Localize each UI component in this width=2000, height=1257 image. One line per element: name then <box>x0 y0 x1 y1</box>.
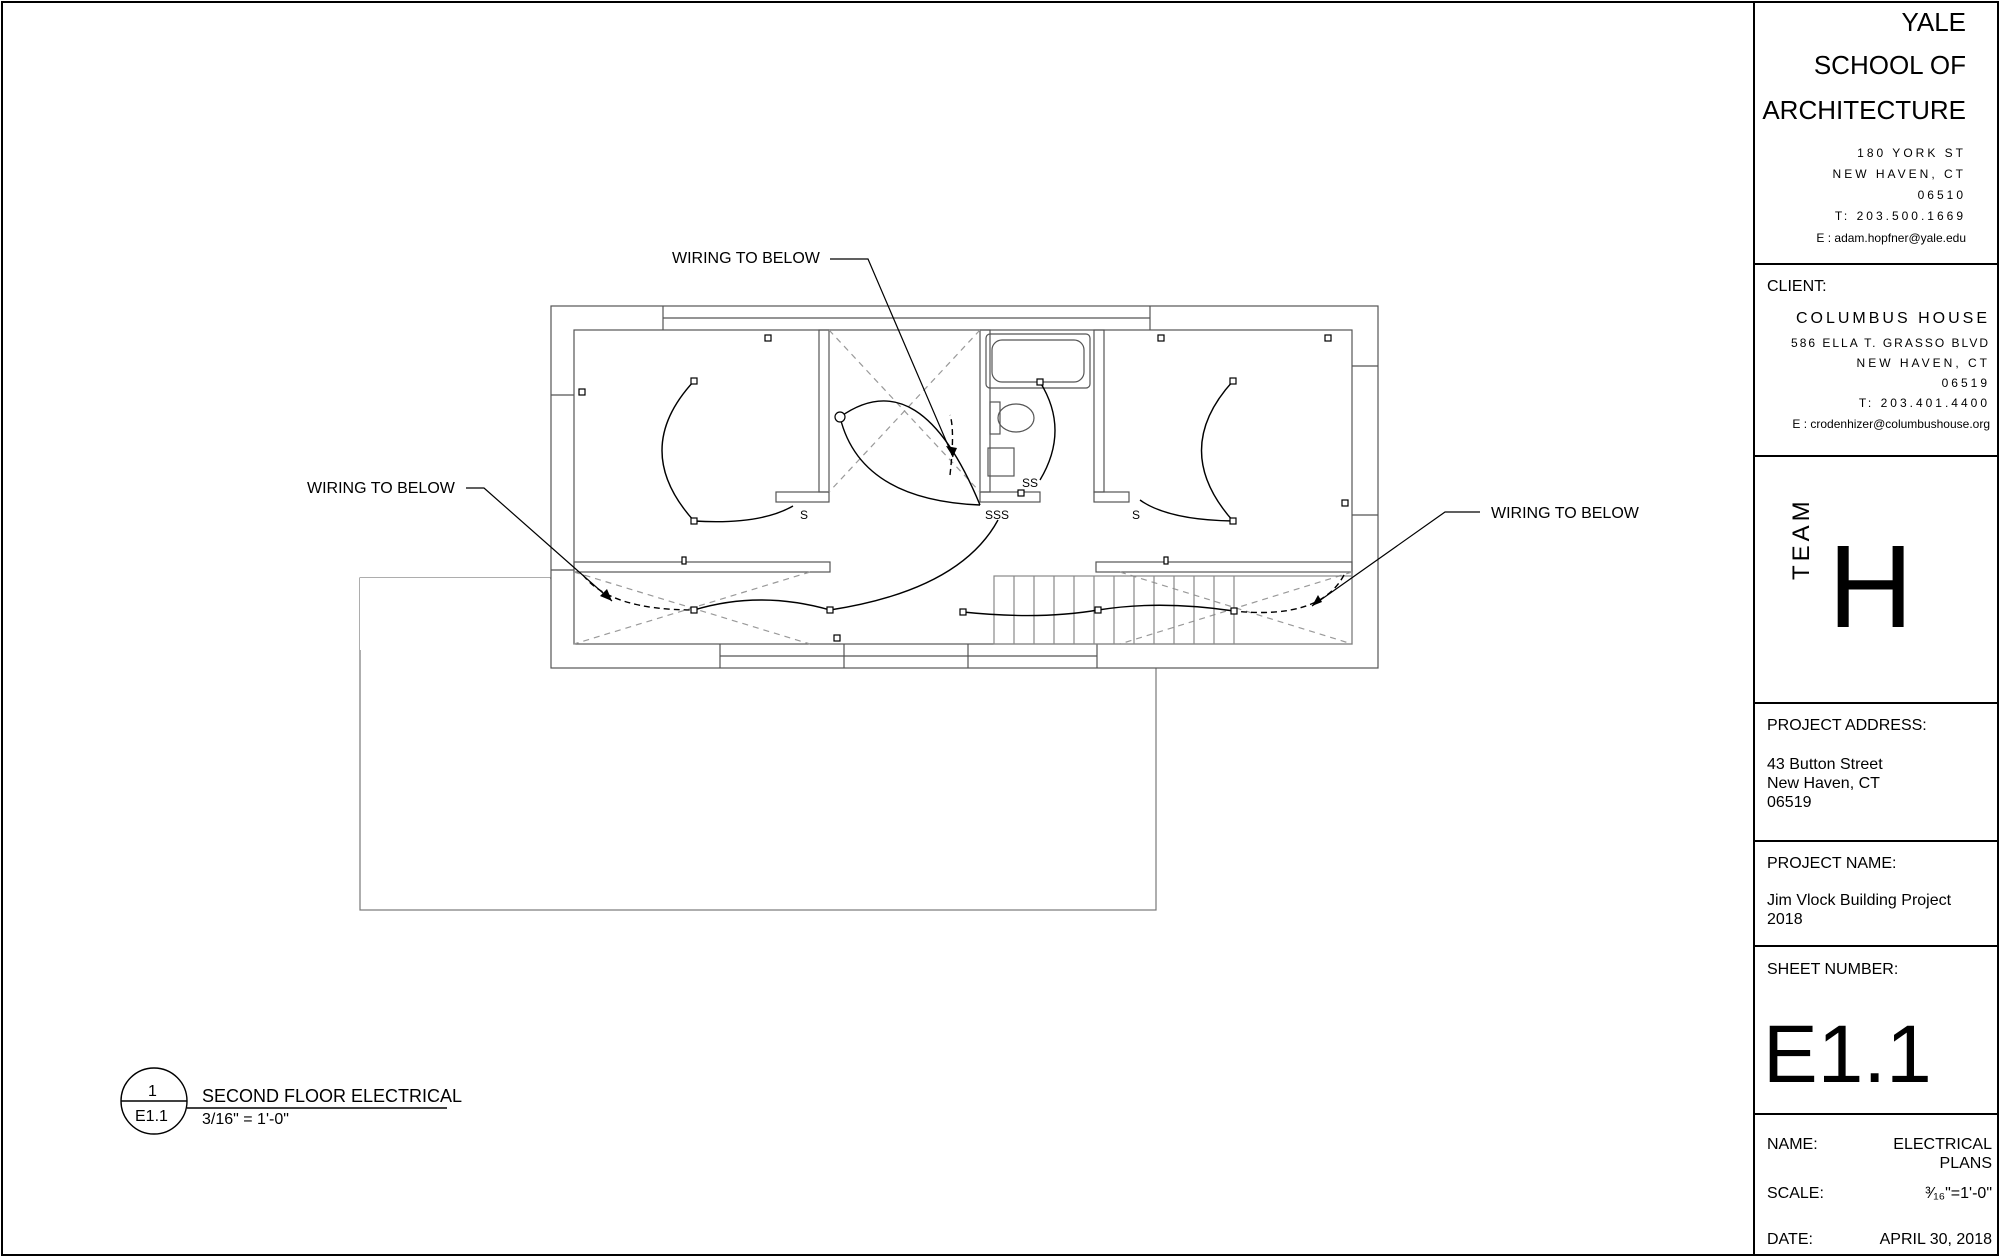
client-zip: 06519 <box>1941 376 1990 390</box>
sheet-number-value: E1.1 <box>1763 1009 1932 1100</box>
school-city: NEW HAVEN, CT <box>1832 167 1966 181</box>
project-address-heading: PROJECT ADDRESS: <box>1767 717 1927 734</box>
client-name: COLUMBUS HOUSE <box>1795 310 1990 327</box>
school-street: 180 YORK ST <box>1857 146 1966 160</box>
toilet <box>997 403 1035 433</box>
school-name-line1: YALE <box>1901 7 1966 37</box>
client-email: E : crodenhizer@columbushouse.org <box>1792 417 1990 431</box>
school-name-line3: ARCHITECTURE <box>1762 95 1966 125</box>
project-address-line3: 06519 <box>1767 794 1812 811</box>
stairs <box>993 575 1353 645</box>
sink <box>987 447 1015 477</box>
switch-right-room: S <box>1132 508 1141 522</box>
sheet-name-value-2: PLANS <box>1939 1155 1992 1172</box>
project-address-line2: New Haven, CT <box>1767 775 1880 792</box>
exterior-wall-outer <box>550 305 1379 669</box>
sheet-date-label: DATE: <box>1767 1231 1813 1248</box>
callout-wiring-right: WIRING TO BELOW <box>1491 505 1639 522</box>
drawing-title-symbol <box>120 1067 447 1135</box>
sheet-date-value: APRIL 30, 2018 <box>1879 1231 1992 1248</box>
drawing-title-number: 1 <box>148 1083 157 1100</box>
project-name-line2: 2018 <box>1767 911 1803 928</box>
callout-wiring-left: WIRING TO BELOW <box>307 480 455 497</box>
switch-bath-double: SS <box>1022 476 1039 490</box>
title-block-frame <box>1753 2 1998 1255</box>
drawing-title: SECOND FLOOR ELECTRICAL <box>202 1086 463 1106</box>
bathtub <box>985 333 1091 389</box>
wiring-circuits <box>582 380 1345 617</box>
sheet-name-label: NAME: <box>1767 1136 1818 1153</box>
client-phone: T: 203.401.4400 <box>1858 396 1990 410</box>
client-street: 586 ELLA T. GRASSO BLVD <box>1791 336 1990 350</box>
callout-wiring-top: WIRING TO BELOW <box>672 250 820 267</box>
project-name-heading: PROJECT NAME: <box>1767 855 1897 872</box>
sheet-scale-label: SCALE: <box>1767 1185 1824 1202</box>
school-zip: 06510 <box>1917 188 1966 202</box>
project-name-line1: Jim Vlock Building Project <box>1767 892 1952 909</box>
drawing-scale: 3/16" = 1'-0" <box>202 1111 289 1128</box>
team-logo-letter: H <box>1828 521 1914 653</box>
client-heading: CLIENT: <box>1767 278 1827 295</box>
sheet-name-value-1: ELECTRICAL <box>1893 1136 1992 1153</box>
electrical-fixtures <box>578 334 1349 642</box>
sheet-scale-value: ³⁄₁₆"=1'-0" <box>1925 1185 1992 1202</box>
project-address-line1: 43 Button Street <box>1767 756 1883 773</box>
drawing-title-sheet: E1.1 <box>135 1108 168 1125</box>
client-city: NEW HAVEN, CT <box>1856 356 1990 370</box>
school-phone: T: 203.500.1669 <box>1834 209 1966 223</box>
sheet-number-heading: SHEET NUMBER: <box>1767 961 1899 978</box>
exterior-wall-inner <box>573 329 1353 645</box>
callout-arrows <box>600 446 1322 606</box>
team-logo-word: TEAM <box>1788 497 1815 580</box>
switch-hall-triple: SSS <box>985 508 1010 522</box>
school-name-line2: SCHOOL OF <box>1813 50 1966 80</box>
floor-plan <box>359 305 1379 911</box>
school-email: E : adam.hopfner@yale.edu <box>1816 231 1966 245</box>
switch-left-room: S <box>800 508 809 522</box>
callout-leaders <box>466 258 1480 607</box>
